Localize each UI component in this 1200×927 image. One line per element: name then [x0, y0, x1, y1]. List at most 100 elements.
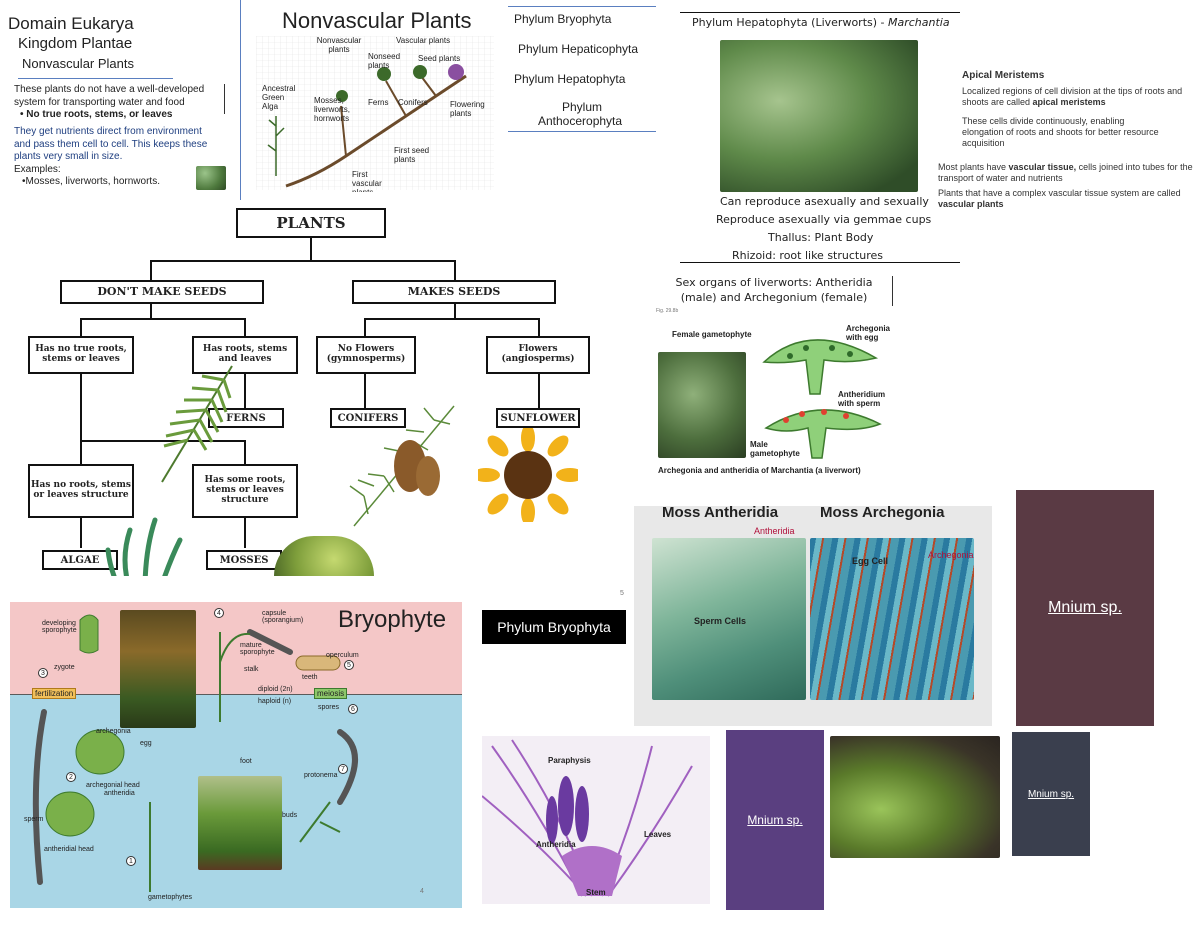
evolution-label: First seed plants — [394, 146, 430, 164]
sunflower-box: SUNFLOWER — [496, 408, 580, 428]
sunflower-illustration — [478, 428, 578, 522]
moss-sporophytes-photo — [120, 610, 196, 728]
marchantia-panel: Phylum Hepatophyta (Liverworts) - Marcha… — [676, 8, 962, 264]
flowers-box: Flowers (angiosperms) — [486, 336, 590, 374]
connector — [80, 518, 82, 548]
step-number: 6 — [348, 704, 358, 714]
fern-illustration — [161, 365, 233, 483]
column-divider — [240, 0, 241, 200]
mnium-card-red: Mnium sp. — [1016, 490, 1154, 726]
meristem-p3-rest: cells joined into tubes for the transpor… — [938, 162, 1193, 183]
meristem-panel: Apical Meristems Localized regions of ce… — [934, 66, 1200, 214]
marchantia-line: Rhizoid: root like structures — [732, 249, 883, 262]
label-stem: Stem — [586, 888, 606, 897]
label-archegonia-micro: Archegonia — [928, 550, 974, 560]
lifecycle-label: antheridial head — [44, 846, 94, 853]
connector — [538, 374, 540, 408]
connector — [80, 374, 82, 440]
marchantia-title: Phylum Hepatophyta (Liverworts) - Marcha… — [692, 16, 950, 29]
meristem-p2: These cells divide continuously, enablin… — [962, 116, 1159, 148]
marchantia-gametophyte-photo — [658, 352, 746, 458]
moss-illustration — [274, 536, 374, 576]
connector — [80, 318, 246, 320]
connector — [364, 318, 540, 320]
label-sperm-cells: Sperm Cells — [694, 616, 747, 626]
plants-tree: PLANTS DON'T MAKE SEEDS MAKES SEEDS Has … — [20, 206, 620, 576]
archegonia-title: Moss Archegonia — [820, 506, 945, 521]
stem-section-panel: Paraphysis Antheridia Leaves Stem — [482, 736, 710, 904]
step-number: 4 — [214, 608, 224, 618]
kingdom-title: Kingdom Plantae — [18, 35, 133, 52]
evolution-label: First vascular plants — [352, 170, 382, 192]
label-antheridium: Antheridium with sperm — [838, 390, 886, 408]
lifecycle-label: antheridia — [104, 790, 135, 797]
mnium-label: Mnium sp. — [747, 813, 803, 827]
connector — [80, 440, 82, 464]
phyla-list: Phylum Bryophyta Phylum Hepaticophyta Ph… — [508, 4, 658, 134]
intro-paragraph-2: They get nutrients direct from environme… — [14, 126, 208, 162]
intro-p1-bullet: • No true roots, stems, or leaves — [20, 109, 173, 120]
intro-panel: Domain Eukarya Kingdom Plantae Nonvascul… — [0, 0, 240, 200]
evolution-label: Nonseed plants — [368, 52, 401, 70]
sex-organs-caption: Archegonia and antheridia of Marchantia … — [658, 466, 861, 475]
phylum-item: Phylum Bryophyta — [514, 12, 612, 26]
bryophyta-label: Phylum Bryophyta — [482, 610, 626, 644]
meristem-p1-text: Localized regions of cell division at th… — [962, 86, 1183, 107]
meristem-p1-bold: apical meristems — [1032, 96, 1106, 107]
dont-make-seeds-box: DON'T MAKE SEEDS — [60, 280, 264, 304]
lifecycle-label: teeth — [302, 674, 318, 681]
antheridia-micrograph — [652, 538, 806, 700]
lifecycle-label: operculum — [326, 652, 359, 659]
moss-thumbnail — [196, 166, 226, 190]
moss-micrograph-panel: Moss Antheridia Moss Archegonia Antherid… — [634, 506, 992, 726]
lifecycle-label: gametophytes — [148, 894, 192, 901]
marchantia-top-rule — [680, 12, 960, 13]
fertilization-tag: fertilization — [32, 688, 77, 699]
step-number: 3 — [38, 668, 48, 678]
marchantia-line: Can reproduce asexually and sexually — [720, 195, 929, 208]
step-number: 7 — [338, 764, 348, 774]
lifecycle-diagram — [32, 614, 358, 892]
lifecycle-label: buds — [282, 812, 298, 819]
phylum-item: Phylum — [562, 100, 603, 114]
group-title: Nonvascular Plants — [22, 56, 134, 71]
marchantia-title-genus: Marchantia — [888, 16, 950, 29]
evolution-tree-figure — [256, 36, 494, 190]
examples-text: •Mosses, liverworts, hornworts. — [22, 176, 160, 187]
evolution-tree-panel: Nonvascular Plants Nonvascular plants Va… — [256, 6, 500, 192]
lifecycle-label: archegonia — [96, 728, 131, 735]
meristem-p3: Most plants have vascular tissue, cells … — [938, 162, 1200, 184]
mnium-card-purple: Mnium sp. — [726, 730, 824, 910]
label-egg-cell: Egg Cell — [852, 556, 889, 566]
meristem-title: Apical Meristems — [962, 70, 1045, 81]
label-leaves: Leaves — [644, 830, 672, 839]
algae-box: ALGAE — [42, 550, 118, 570]
lifecycle-label: spores — [318, 704, 340, 711]
meristem-p1: Localized regions of cell division at th… — [962, 86, 1196, 108]
meiosis-tag: meiosis — [314, 688, 348, 699]
marchantia-bottom-rule — [680, 262, 960, 263]
figure-tag: Fig. 29.8b — [656, 308, 679, 314]
examples-label: Examples: — [14, 164, 61, 175]
has-roots-box: Has roots, stems and leaves — [192, 336, 298, 374]
evolution-label: Conifers — [398, 98, 428, 107]
connector — [364, 374, 366, 408]
lifecycle-label: stalk — [244, 666, 259, 673]
no-flowers-box: No Flowers (gymnosperms) — [316, 336, 416, 374]
divider — [18, 78, 173, 79]
connector — [244, 440, 246, 464]
connector — [364, 318, 366, 336]
mnium-photo — [830, 736, 1000, 858]
bryophyta-label-text: Phylum Bryophyta — [497, 619, 611, 635]
moss-gametophytes-photo — [198, 776, 282, 870]
lifecycle-title: Bryophyte — [338, 606, 447, 633]
evolution-label: Ancestral Green Alga — [262, 84, 296, 111]
label-archegonia: Archegonia with egg — [846, 324, 891, 342]
step-number: 1 — [126, 856, 136, 866]
evolution-label: Flowering plants — [450, 100, 485, 118]
no-structure-box: Has no roots, stems or leaves structure — [28, 464, 134, 518]
lifecycle-label: capsule (sporangium) — [262, 610, 304, 624]
intro-vertical-rule — [224, 84, 225, 114]
connector — [538, 318, 540, 336]
connector — [244, 374, 246, 408]
